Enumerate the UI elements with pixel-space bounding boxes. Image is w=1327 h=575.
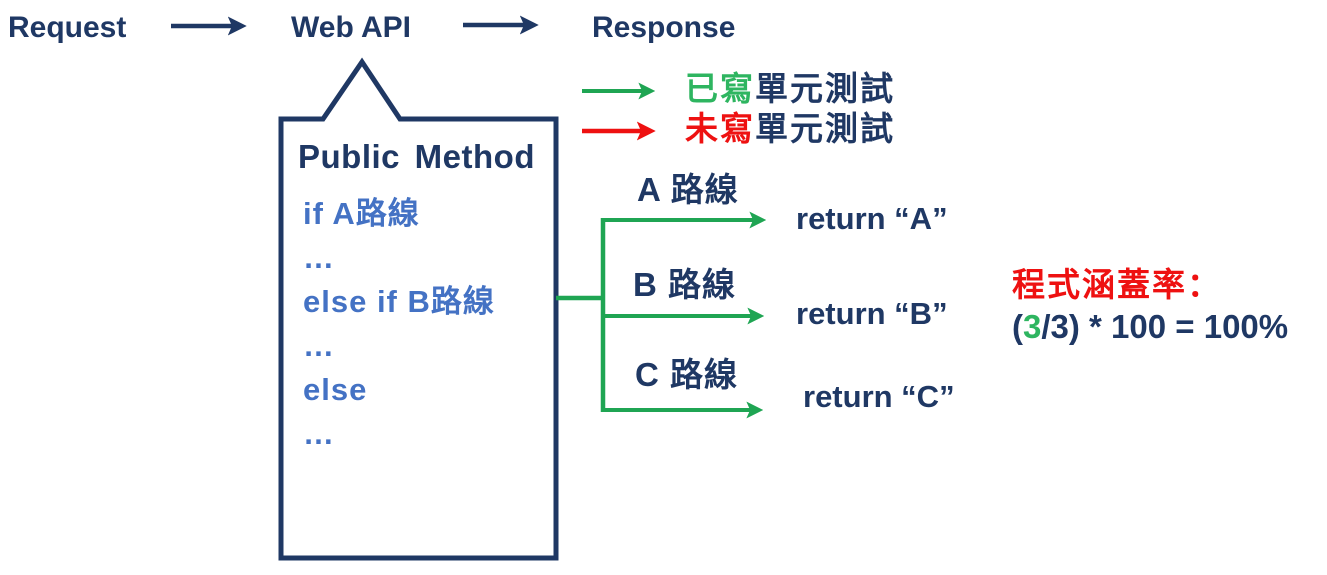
legend-written-rest: 單元測試 bbox=[755, 70, 895, 107]
legend: 已寫單元測試 未寫單元測試 bbox=[685, 69, 895, 149]
code-line-ellipsis-3: … bbox=[303, 416, 335, 451]
code-line-ellipsis-1: … bbox=[303, 240, 335, 275]
coverage-rest: /3) * 100 = 100% bbox=[1041, 308, 1289, 345]
method-box-code: if A路線 … else if B路線 … else … bbox=[303, 192, 495, 456]
request-label: Request bbox=[8, 11, 127, 44]
legend-unwritten-label: 未寫單元測試 bbox=[685, 109, 895, 149]
code-line-else-if-b: else if B路線 bbox=[303, 284, 495, 319]
legend-written-highlight: 已寫 bbox=[685, 70, 755, 107]
coverage-numerator: 3 bbox=[1023, 308, 1042, 345]
code-line-else: else bbox=[303, 372, 368, 407]
legend-unwritten-rest: 單元測試 bbox=[755, 110, 895, 147]
coverage-formula: (3/3) * 100 = 100% bbox=[1012, 307, 1288, 347]
legend-written-label: 已寫單元測試 bbox=[685, 69, 895, 109]
branch-a-label: A 路線 bbox=[637, 171, 739, 208]
coverage-block: 程式涵蓋率： (3/3) * 100 = 100% bbox=[1012, 263, 1288, 347]
coverage-title: 程式涵蓋率： bbox=[1012, 266, 1222, 303]
method-box-outline bbox=[278, 57, 559, 561]
return-a-label: return “A” bbox=[796, 201, 948, 236]
web-api-label: Web API bbox=[291, 11, 412, 44]
return-c-label: return “C” bbox=[803, 379, 955, 414]
legend-unwritten-highlight: 未寫 bbox=[685, 110, 755, 147]
response-label: Response bbox=[592, 11, 736, 44]
code-line-ellipsis-2: … bbox=[303, 328, 335, 363]
branch-c-label: C 路線 bbox=[635, 356, 738, 393]
branch-b-label: B 路線 bbox=[633, 266, 736, 303]
method-box-title: Public Method bbox=[298, 138, 535, 175]
coverage-open-paren: ( bbox=[1012, 308, 1023, 345]
return-b-label: return “B” bbox=[796, 296, 948, 331]
code-line-if-a: if A路線 bbox=[303, 196, 420, 231]
